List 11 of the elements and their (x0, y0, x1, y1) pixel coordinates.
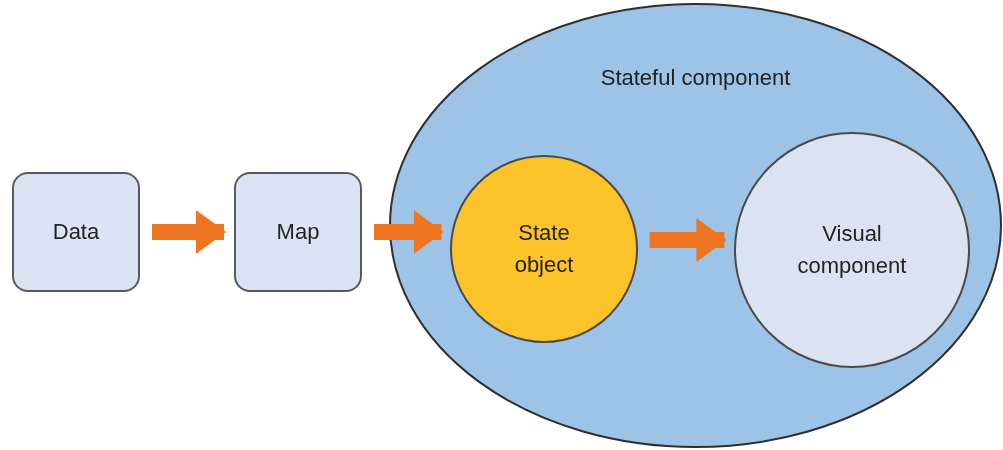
node-label: State object (513, 219, 575, 279)
map-box (234, 172, 362, 292)
node-label: Data (52, 218, 100, 247)
arrow (649, 218, 727, 262)
arrow (152, 210, 226, 254)
arrow (374, 210, 444, 254)
component-ellipse (388, 2, 1003, 449)
node-label: Map (276, 218, 320, 247)
node-label: Visual component (796, 220, 908, 280)
group-heading: Stateful component (599, 64, 792, 92)
data-box (12, 172, 140, 292)
